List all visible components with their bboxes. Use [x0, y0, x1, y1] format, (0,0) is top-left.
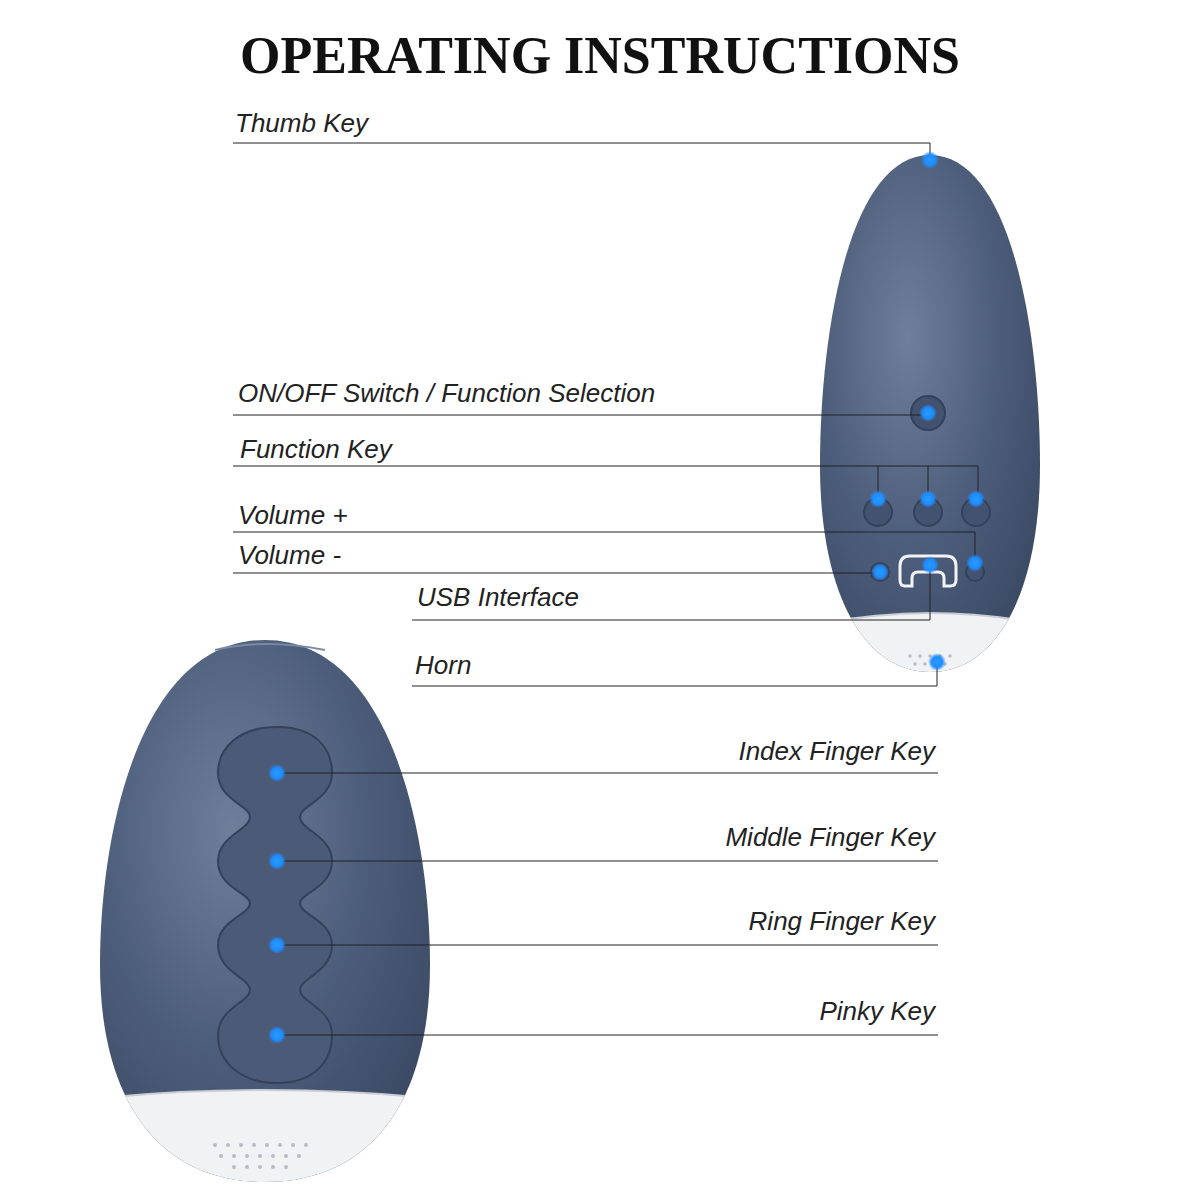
marker-dot [919, 490, 937, 508]
usb-icon [900, 556, 956, 586]
part-label: Pinky Key [819, 996, 935, 1026]
page-title: OPERATING INSTRUCTIONS [0, 26, 1200, 86]
finger-grip [218, 727, 332, 1083]
leader-line [233, 415, 924, 416]
white-cap [800, 613, 1060, 700]
marker-dot [967, 490, 985, 508]
leader-line [233, 532, 975, 559]
marker-dot [921, 556, 939, 574]
marker-dot [928, 653, 946, 671]
marker-dot [268, 1026, 286, 1044]
part-label: Function Key [240, 434, 392, 464]
part-label: ON/OFF Switch / Function Selection [238, 378, 655, 408]
part-label: Volume + [238, 500, 348, 530]
leader-line [412, 569, 930, 620]
leader-line [233, 466, 978, 495]
leader-line [233, 573, 876, 574]
shell-highlight [215, 644, 325, 650]
marker-dot [921, 151, 939, 169]
part-label: USB Interface [417, 582, 579, 612]
leader-line [281, 861, 938, 862]
marker-dot [268, 764, 286, 782]
speaker-holes [213, 1143, 308, 1169]
part-label: Ring Finger Key [749, 906, 935, 936]
leader-line [281, 773, 938, 774]
part-label: Middle Finger Key [725, 822, 935, 852]
volume-button [871, 563, 889, 581]
leader-line [233, 143, 930, 156]
marker-dots [268, 151, 985, 1044]
leader-line [281, 945, 938, 946]
leader-line [412, 666, 937, 686]
marker-dot [919, 404, 937, 422]
device-front-view [80, 640, 450, 1200]
cap-seam [80, 1090, 450, 1100]
speaker-cap [80, 1090, 450, 1200]
part-label: Volume - [238, 540, 341, 570]
speaker-cap [800, 613, 1060, 700]
marker-dot [869, 490, 887, 508]
marker-dot [871, 563, 889, 581]
marker-dot [268, 852, 286, 870]
part-label: Index Finger Key [738, 736, 935, 766]
part-label: Thumb Key [235, 108, 368, 138]
leader-lines [233, 143, 978, 1035]
marker-dot [268, 936, 286, 954]
leader-line [281, 1035, 938, 1036]
power-button [911, 396, 945, 430]
part-label: Horn [415, 650, 471, 680]
white-cap [80, 1090, 450, 1200]
marker-dot [966, 554, 984, 572]
